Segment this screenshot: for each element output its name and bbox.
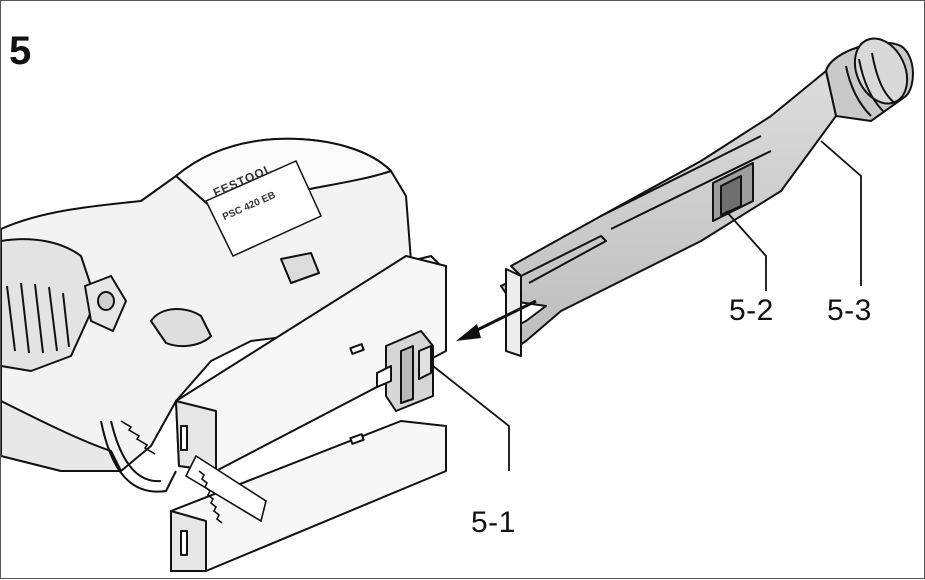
callout-5-1: 5-1 xyxy=(471,506,516,539)
saw-blade xyxy=(120,420,267,524)
callout-5-2: 5-2 xyxy=(729,294,774,327)
leader-5-1 xyxy=(432,365,510,471)
leader-5-3 xyxy=(820,140,862,286)
base-plate xyxy=(170,255,447,572)
leader-5-2 xyxy=(725,210,767,291)
jigsaw-body xyxy=(1,137,447,493)
callout-5-3: 5-3 xyxy=(827,294,872,327)
model-plate xyxy=(204,160,322,257)
insertion-arrow xyxy=(456,299,537,341)
leader-lines xyxy=(432,140,862,471)
figure-number: 5 xyxy=(9,29,32,73)
